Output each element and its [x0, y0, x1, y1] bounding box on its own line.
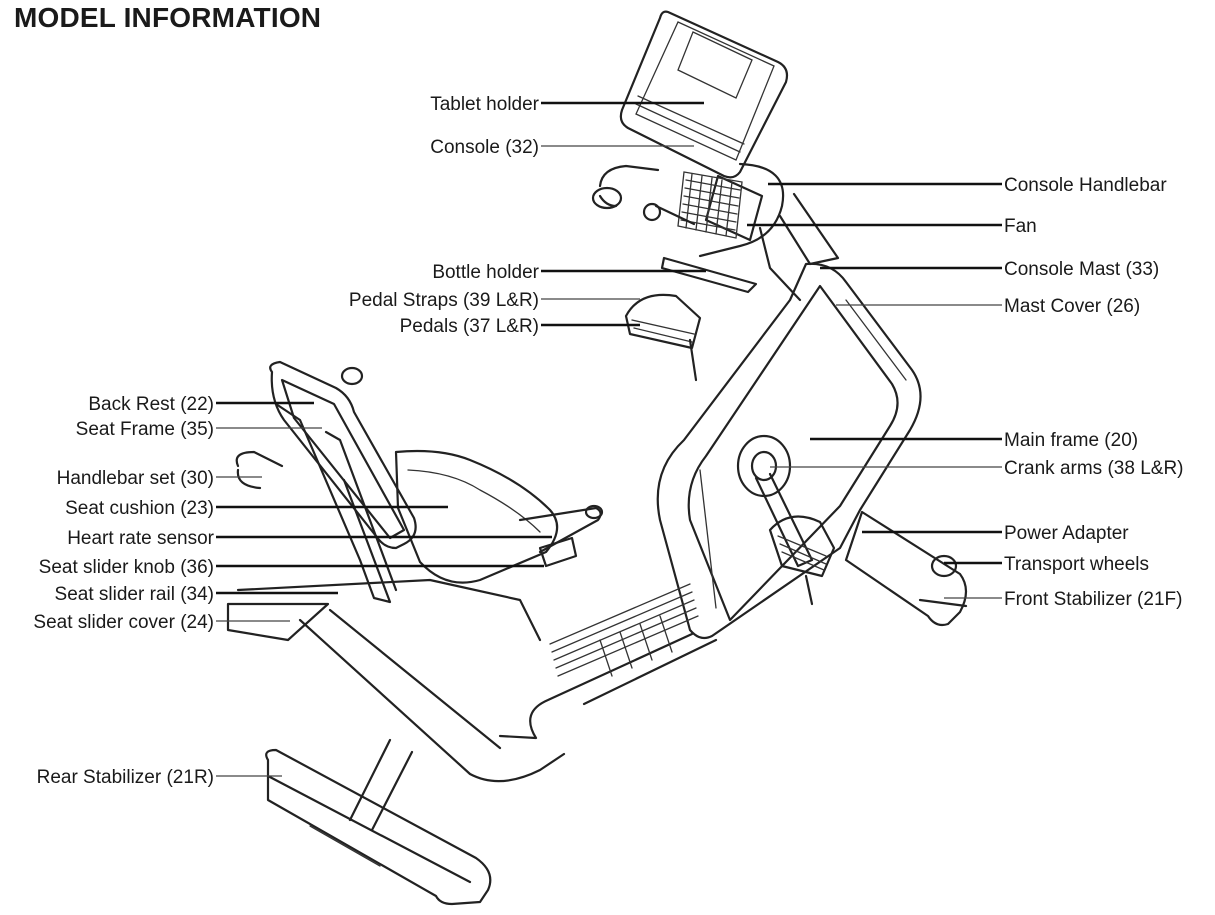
- label-console: Console (32): [430, 137, 539, 158]
- console-drawing: [619, 10, 789, 242]
- rear-stabilizer-drawing: [265, 748, 492, 906]
- label-front-stabilizer: Front Stabilizer (21F): [1004, 589, 1182, 610]
- label-fan: Fan: [1004, 216, 1037, 237]
- label-main-frame: Main frame (20): [1004, 430, 1138, 451]
- seat-slider-cover-drawing: [226, 602, 330, 642]
- seat-cushion-drawing: [394, 449, 559, 584]
- label-seat-slider-rail: Seat slider rail (34): [55, 584, 214, 605]
- seat-knob-top: [340, 366, 364, 386]
- label-bottle-holder: Bottle holder: [432, 262, 539, 283]
- bottle-holder-drawing: [660, 256, 758, 294]
- label-seat-cushion: Seat cushion (23): [65, 498, 214, 519]
- main-frame-drawing: [498, 262, 922, 740]
- bike-illustration: [226, 10, 968, 906]
- label-rear-stabilizer: Rear Stabilizer (21R): [37, 767, 214, 788]
- label-console-mast: Console Mast (33): [1004, 259, 1159, 280]
- seat-slider-rail-drawing: [236, 578, 542, 642]
- label-crank-arms: Crank arms (38 L&R): [1004, 458, 1184, 479]
- label-mast-cover: Mast Cover (26): [1004, 296, 1140, 317]
- label-handlebar-set: Handlebar set (30): [57, 468, 214, 489]
- console-handlebar-drawing: [591, 162, 785, 258]
- pedal-right-drawing: [768, 515, 836, 606]
- label-seat-frame: Seat Frame (35): [76, 419, 214, 440]
- label-tablet-holder: Tablet holder: [430, 94, 539, 115]
- console-mast-drawing: [778, 192, 840, 266]
- handlebar-set-drawing: [235, 450, 604, 568]
- fan-grille: [677, 171, 743, 239]
- label-back-rest: Back Rest (22): [88, 394, 214, 415]
- label-console-handlebar: Console Handlebar: [1004, 175, 1167, 196]
- label-power-adapter: Power Adapter: [1004, 523, 1129, 544]
- pedal-left-drawing: [624, 293, 702, 382]
- front-stabilizer-drawing: [844, 510, 968, 627]
- page-title: MODEL INFORMATION: [14, 2, 322, 33]
- leader-lines: [216, 101, 1002, 777]
- label-pedals: Pedals (37 L&R): [400, 316, 539, 337]
- label-seat-slider-knob: Seat slider knob (36): [39, 557, 214, 578]
- callout-labels: Tablet holder Console (32) Console Handl…: [33, 94, 1183, 788]
- back-rest-drawing: [269, 360, 417, 550]
- label-transport-wheels: Transport wheels: [1004, 554, 1149, 575]
- label-seat-slider-cover: Seat slider cover (24): [33, 612, 214, 633]
- label-heart-rate-sensor: Heart rate sensor: [67, 528, 214, 549]
- label-pedal-straps: Pedal Straps (39 L&R): [349, 290, 539, 311]
